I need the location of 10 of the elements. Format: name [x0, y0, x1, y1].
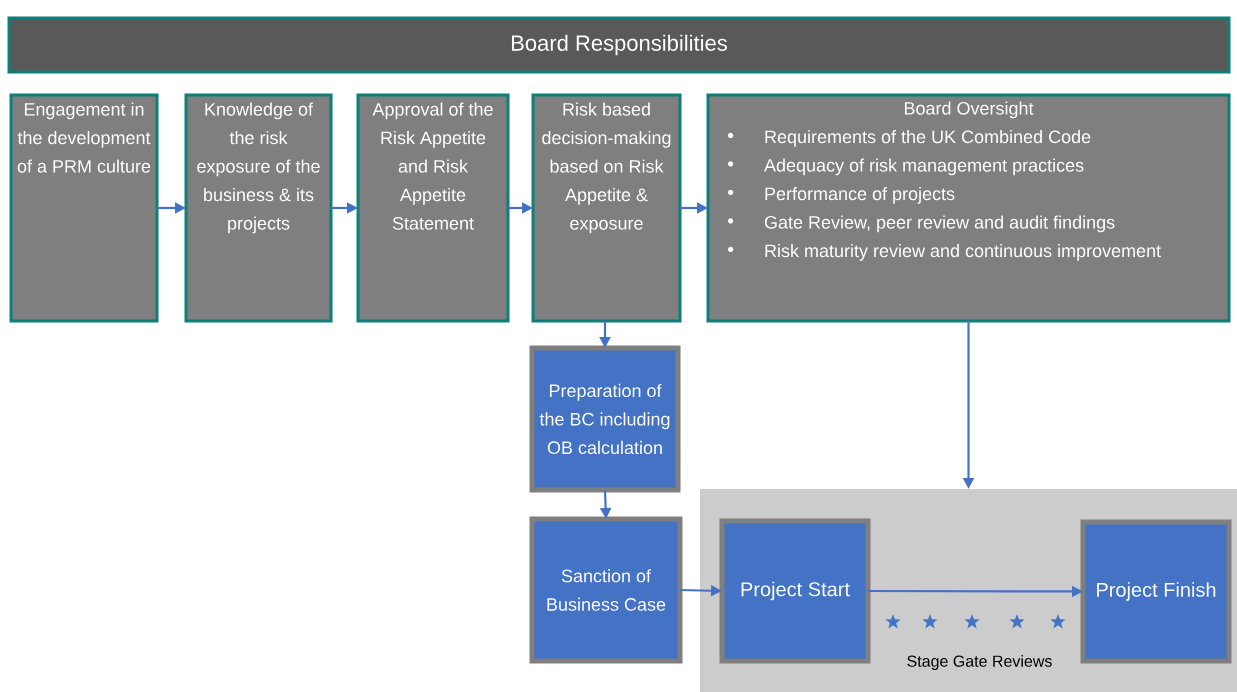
process-box: Risk based decision-making based on Risk Appetite & exposure [531, 93, 682, 323]
process-box: Project Finish [1080, 519, 1232, 664]
process-box: Sanction of Business Case [529, 516, 683, 664]
oversight-box: Board Oversight Requirements of the UK Combined Code Adequacy of risk management practices Performance of projects Gate Review, peer review and audit findings Risk maturity review and continuous improvement [706, 93, 1231, 323]
process-box: Preparation of the BC including OB calculation [529, 345, 681, 493]
process-box: Approval of the Risk Appetite and Risk Appetite Statement [356, 93, 510, 323]
title-banner: Board Responsibilities [7, 16, 1231, 74]
process-box: Knowledge of the risk exposure of the business & its projects [184, 93, 333, 323]
process-box: Engagement in the development of a PRM culture [9, 93, 159, 323]
process-box: Project Start [719, 518, 871, 664]
